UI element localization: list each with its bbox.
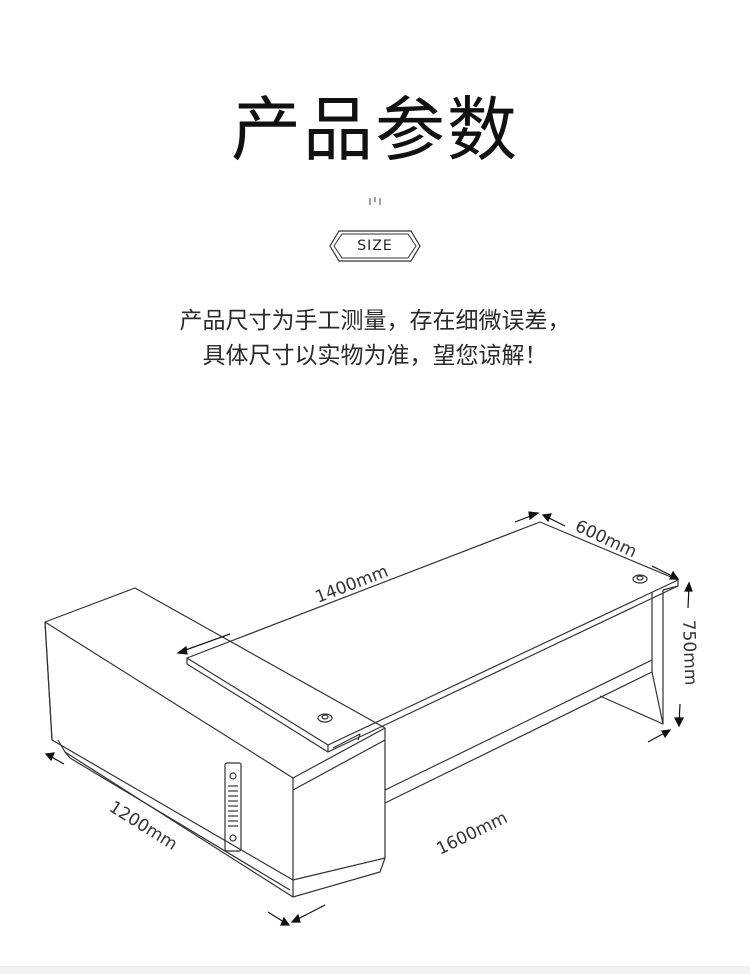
- dim-750: 750mm: [678, 619, 700, 685]
- bottom-band: [0, 966, 750, 974]
- desk-dimension-drawing: 1400mm 600mm 750mm 1200mm 1600mm: [44, 511, 700, 926]
- desk-side-panel: [651, 590, 664, 725]
- small-tick-icon: [369, 197, 381, 205]
- measurement-note: 产品尺寸为手工测量，存在细微误差， 具体尺寸以实物为准，望您谅解！: [0, 304, 750, 374]
- dim-1600: 1600mm: [433, 808, 510, 859]
- note-line-1: 产品尺寸为手工测量，存在细微误差，: [179, 308, 571, 334]
- size-badge-frame: [329, 230, 421, 262]
- page-title: 产品参数: [231, 89, 519, 171]
- cabinet-plinth: [57, 739, 386, 898]
- dim-1400: 1400mm: [313, 562, 391, 608]
- note-line-2: 具体尺寸以实物为准，望您谅解！: [202, 343, 548, 369]
- desk-top: [186, 521, 679, 746]
- cabinet-vent-panel: [224, 762, 242, 852]
- grommet-right: [632, 574, 648, 584]
- dim-1200: 1200mm: [105, 797, 180, 854]
- return-cabinet-side: [292, 728, 386, 881]
- size-badge-label: SIZE: [357, 238, 393, 254]
- grommet-left: [317, 713, 333, 723]
